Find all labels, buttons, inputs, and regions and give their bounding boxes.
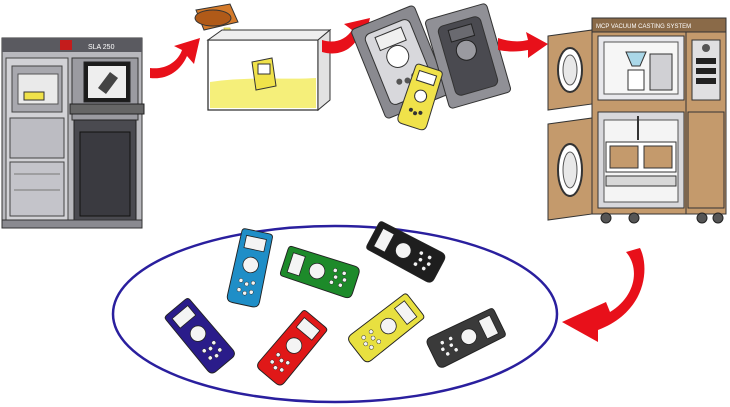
result-ellipse bbox=[111, 224, 559, 404]
part-black bbox=[366, 221, 446, 283]
sla-label: SLA 250 bbox=[88, 44, 115, 51]
arrow-vacuum-to-parts bbox=[562, 248, 645, 342]
cast-parts bbox=[164, 221, 506, 386]
arrow-sla-to-mold bbox=[150, 38, 200, 79]
mold-pour bbox=[194, 3, 332, 112]
split-mold bbox=[351, 3, 511, 131]
part-red bbox=[257, 310, 328, 386]
arrow-split-to-vacuum bbox=[498, 32, 548, 58]
part-green bbox=[279, 245, 360, 299]
part-purple bbox=[164, 298, 235, 374]
part-yellow bbox=[348, 293, 425, 363]
vacuum-label: MCP VACUUM CASTING SYSTEM bbox=[596, 24, 691, 30]
sla-machine: SLA 250 bbox=[1, 37, 145, 229]
vacuum-casting-system: MCP VACUUM CASTING SYSTEM bbox=[547, 17, 727, 224]
part-blue bbox=[226, 228, 273, 308]
part-gray bbox=[426, 308, 506, 368]
